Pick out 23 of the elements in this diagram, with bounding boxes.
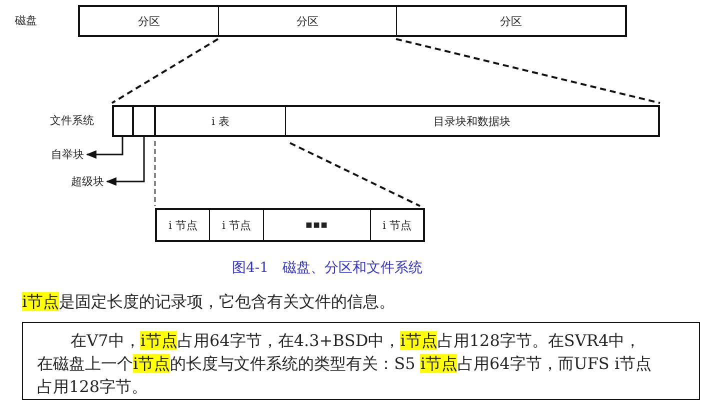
zoom-line bbox=[396, 38, 660, 104]
zoom-line bbox=[290, 142, 420, 207]
inode-cell: i 节点 bbox=[209, 210, 263, 240]
partition-cell: 分区 bbox=[396, 7, 625, 35]
arrow bbox=[86, 137, 124, 159]
boxed-note: 在V7中，i节点占用64字节，在4.3+BSD中，i节点占用128字节。在SVR4中，在磁盘上一个i节点的长度与文件系统的类型有关：S5 i节点占用64字节，而UFS i节点占用128字节。 bbox=[22, 322, 700, 400]
zoom-line bbox=[154, 140, 156, 206]
inode-array-bar bbox=[155, 208, 425, 242]
row-label: 磁盘 bbox=[15, 13, 37, 28]
row-label: 文件系统 bbox=[50, 113, 94, 128]
arrow bbox=[106, 137, 145, 186]
text-paragraph: i节点是固定长度的记录项，它包含有关文件的信息。 bbox=[22, 291, 396, 313]
zoom-line bbox=[111, 38, 219, 104]
block-label: 超级块 bbox=[71, 174, 104, 189]
inode-cell: i 节点 bbox=[157, 210, 209, 240]
figure-caption: 图4-1 磁盘、分区和文件系统 bbox=[232, 259, 423, 277]
block-label: 自举块 bbox=[51, 147, 84, 162]
block-cell: i 表 bbox=[155, 107, 285, 135]
inode-cell: i 节点 bbox=[370, 210, 423, 240]
block-cell: 目录块和数据块 bbox=[285, 107, 658, 135]
partition-cell: 分区 bbox=[218, 7, 396, 35]
partition-cell: 分区 bbox=[80, 7, 218, 35]
empty-cell bbox=[133, 107, 155, 135]
